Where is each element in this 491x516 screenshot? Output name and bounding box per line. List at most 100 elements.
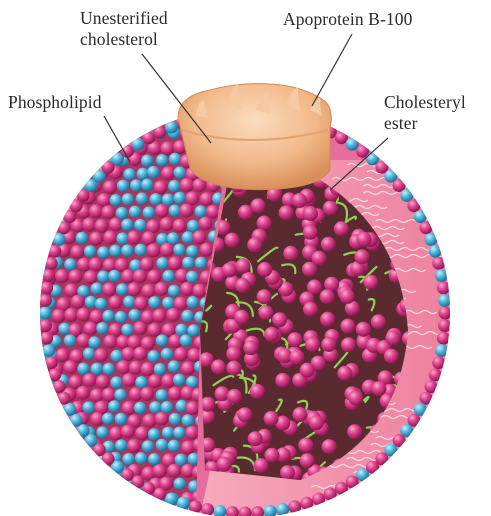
phospholipid-head: [116, 207, 128, 219]
phospholipid-head: [175, 324, 187, 336]
cholesterol-molecule: [153, 101, 167, 115]
phospholipid-head: [96, 322, 108, 334]
cholesterol-molecule: [89, 204, 103, 218]
rim-cholesterol: [439, 307, 452, 320]
phospholipid-head: [63, 492, 75, 504]
cholesterol-molecule: [44, 140, 58, 154]
cholesterol-molecule: [103, 335, 117, 349]
phospholipid-head: [36, 440, 48, 452]
cholesteryl-ester-molecule: [340, 319, 355, 334]
phospholipid-head: [134, 219, 146, 231]
rim-cholesterol: [335, 482, 348, 495]
label-unesterified-line1: Unesterified: [80, 8, 168, 29]
cholesterol-molecule: [192, 284, 206, 298]
phospholipid-head: [121, 219, 133, 231]
rim-phospholipid-head: [165, 121, 178, 134]
cholesterol-molecule: [147, 270, 161, 284]
cholesterol-molecule: [185, 191, 199, 205]
cholesterol-molecule: [127, 102, 141, 116]
phospholipid-head: [187, 220, 199, 232]
cholesteryl-ester-molecule: [321, 337, 336, 352]
cholesterol-molecule: [161, 166, 175, 180]
rim-cholesterol: [300, 497, 313, 510]
cholesterol-molecule: [127, 231, 141, 245]
phospholipid-head: [168, 360, 180, 372]
cholesterol-molecule: [186, 401, 200, 415]
cholesterol-molecule: [77, 308, 91, 322]
phospholipid-head: [173, 427, 185, 439]
cholesterol-molecule: [153, 309, 167, 323]
cholesterol-molecule: [142, 231, 156, 245]
rim-phospholipid-head: [63, 403, 76, 416]
cholesteryl-ester-molecule: [257, 216, 272, 231]
cholesteryl-ester-molecule: [215, 386, 230, 401]
phospholipid-head: [115, 413, 127, 425]
phospholipid-head: [70, 114, 82, 126]
cholesterol-molecule: [88, 128, 102, 142]
cholesterol-molecule: [127, 282, 141, 296]
cholesterol-molecule: [122, 373, 136, 387]
cholesterol-molecule: [192, 230, 206, 244]
rim-phospholipid-head: [53, 233, 66, 246]
phospholipid-head: [91, 282, 103, 294]
phospholipid-head: [187, 324, 199, 336]
cholesteryl-ester-molecule: [257, 289, 272, 304]
phospholipid-head: [116, 283, 128, 295]
phospholipid-head: [108, 505, 120, 516]
cholesterol-molecule: [83, 451, 97, 465]
cholesterol-molecule: [97, 503, 111, 516]
cholesterol-molecule: [141, 492, 155, 506]
rim-cholesterol: [153, 488, 166, 501]
cholesterol-molecule: [122, 401, 136, 415]
rim-cholesterol: [432, 257, 445, 270]
cholesteryl-ester-molecule: [248, 431, 263, 446]
cholesterol-molecule: [68, 269, 82, 283]
cholesteryl-ester-molecule: [264, 411, 279, 426]
phospholipid-head: [122, 193, 134, 205]
rim-cholesterol: [45, 257, 58, 270]
rim-phospholipid-head: [42, 344, 55, 357]
cholesteryl-ester-molecule: [356, 322, 371, 337]
label-unesterified-line2: cholesterol: [80, 29, 168, 50]
phospholipid-head: [182, 257, 194, 269]
cholesterol-molecule: [84, 322, 98, 336]
cholesteryl-ester-molecule: [258, 305, 273, 320]
phospholipid-head: [82, 140, 94, 152]
phospholipid-head: [110, 376, 122, 388]
rim-cholesterol: [48, 245, 61, 258]
cholesteryl-ester-molecule: [384, 349, 399, 364]
cholesterol-molecule: [37, 126, 51, 140]
cholesterol-molecule: [103, 230, 117, 244]
phospholipid-head: [44, 480, 56, 492]
rim-phospholipid-head: [429, 245, 442, 258]
cholesteryl-ester-molecule: [320, 289, 335, 304]
rim-cholesterol: [425, 380, 438, 393]
phospholipid-head: [135, 505, 147, 516]
cholesterol-molecule: [147, 243, 161, 257]
cholesteryl-ester-molecule: [227, 389, 242, 404]
phospholipid-head: [39, 230, 51, 242]
cholesterol-molecule: [108, 295, 122, 309]
phospholipid-head: [83, 478, 95, 490]
cholesterol-molecule: [82, 115, 96, 129]
phospholipid-head: [162, 427, 174, 439]
label-cholesteryl-line2: ester: [384, 113, 466, 134]
rim-cholesterol: [432, 356, 445, 369]
cholesteryl-ester-molecule: [235, 278, 250, 293]
phospholipid-head: [135, 452, 147, 464]
cholesterol-molecule: [44, 425, 58, 439]
cholesteryl-ester-molecule: [226, 361, 241, 376]
phospholipid-head: [180, 334, 192, 346]
cholesteryl-ester-molecule: [250, 384, 265, 399]
phospholipid-head: [156, 154, 168, 166]
cholesterol-molecule: [71, 295, 85, 309]
rim-cholesterol: [42, 269, 55, 282]
cholesterol-molecule: [84, 270, 98, 284]
cholesterol-molecule: [198, 217, 212, 231]
phospholipid-head: [63, 439, 75, 451]
cholesterol-molecule: [52, 309, 66, 323]
phospholipid-head: [52, 493, 64, 505]
phospholipid-head: [195, 257, 207, 269]
phospholipid-head: [147, 166, 159, 178]
cholesteryl-ester-molecule: [298, 438, 313, 453]
